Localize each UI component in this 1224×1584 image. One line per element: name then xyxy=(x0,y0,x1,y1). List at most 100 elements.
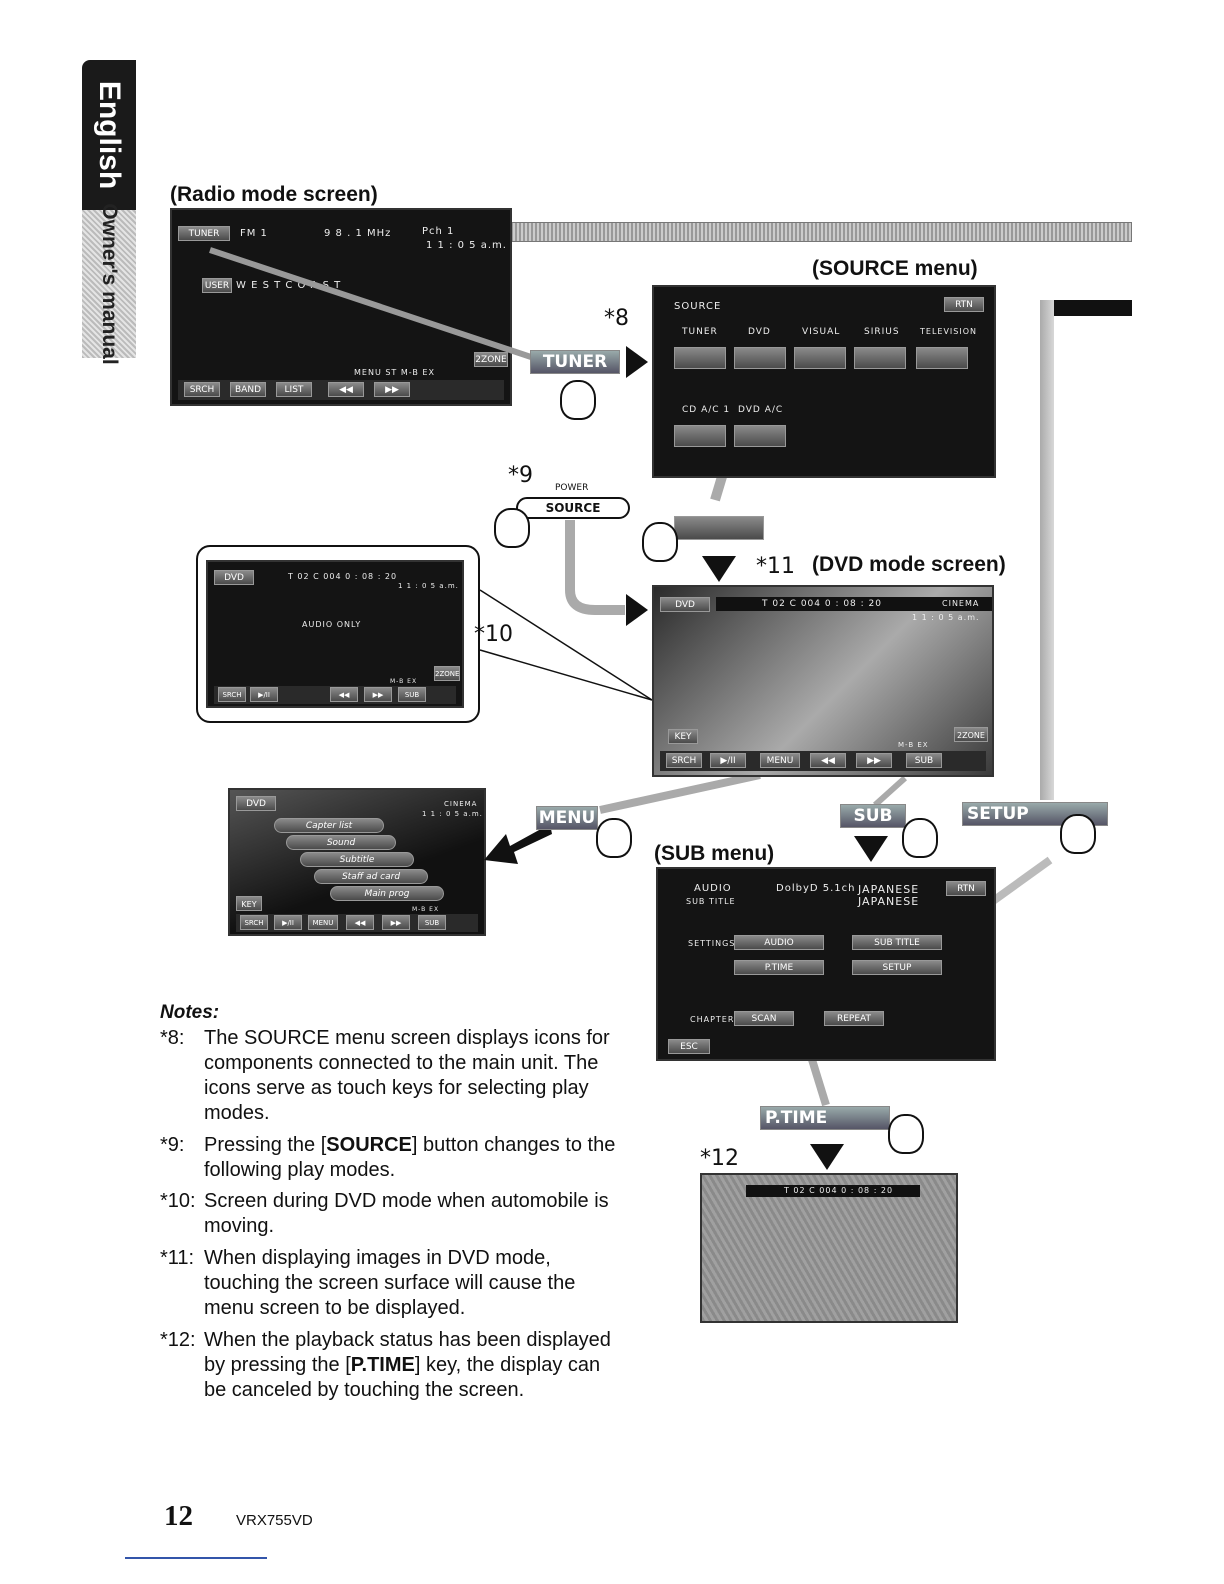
ptime-status-bar xyxy=(746,1185,920,1197)
moving-track-info: T 02 C 004 0 : 08 : 20 xyxy=(288,572,398,581)
cd-changer-source-icon[interactable] xyxy=(674,425,726,447)
menu-dvd-icon[interactable]: DVD xyxy=(236,796,276,811)
sub-key[interactable]: SUB xyxy=(840,804,906,828)
tuner-key[interactable]: TUNER xyxy=(530,350,620,374)
moving-btn-sub[interactable]: SUB xyxy=(398,687,426,702)
menu-btn-play[interactable]: ▶/II xyxy=(274,915,302,930)
source-cd-label: CD A/C 1 xyxy=(682,405,731,415)
dvd-screen: DVD T 02 C 004 0 : 08 : 20 CINEMA 1 1 : … xyxy=(652,585,994,777)
radio-btn-srch[interactable]: SRCH xyxy=(184,382,220,397)
menu-item-subtitle[interactable]: Subtitle xyxy=(300,852,414,867)
note-text: When displaying images in DVD mode, touc… xyxy=(204,1247,576,1319)
note-mark-9: *9 xyxy=(508,463,533,488)
menu-mbex: M-B EX xyxy=(412,906,440,913)
moving-zone-button[interactable]: 2ZONE xyxy=(434,666,460,681)
moving-btn-prev[interactable]: ◀◀ xyxy=(330,687,358,702)
moving-btn-next[interactable]: ▶▶ xyxy=(364,687,392,702)
menu-btn-next[interactable]: ▶▶ xyxy=(382,915,410,930)
radio-btn-prev[interactable]: ◀◀ xyxy=(328,382,364,397)
sub-subtitle-button[interactable]: SUB TITLE xyxy=(852,935,942,950)
dvd-zone-button[interactable]: 2ZONE xyxy=(954,727,988,742)
sub-scan-button[interactable]: SCAN xyxy=(734,1011,794,1026)
dvd-btn-prev[interactable]: ◀◀ xyxy=(810,753,846,768)
radio-btn-next[interactable]: ▶▶ xyxy=(374,382,410,397)
sub-menu-label: (SUB menu) xyxy=(654,842,775,865)
note-8: *8: The SOURCE menu screen displays icon… xyxy=(160,1026,620,1126)
sub-ptime-button[interactable]: P.TIME xyxy=(734,960,824,975)
menu-btn-menu[interactable]: MENU xyxy=(308,915,338,930)
moving-btn-srch[interactable]: SRCH xyxy=(218,687,246,702)
dvd-key-button[interactable]: KEY xyxy=(668,729,698,744)
user-button[interactable]: USER xyxy=(202,278,232,293)
dvd-changer-source-icon[interactable] xyxy=(734,425,786,447)
source-power-button[interactable]: SOURCE xyxy=(516,497,630,519)
note-11: *11: When displaying images in DVD mode,… xyxy=(160,1246,620,1321)
dvd-menu-screen: DVD CINEMA 1 1 : 0 5 a.m. Capter list So… xyxy=(228,788,486,936)
source-rtn-button[interactable]: RTN xyxy=(944,297,984,312)
zone-button[interactable]: 2ZONE xyxy=(474,352,508,367)
arrow-to-dvd-screen xyxy=(702,556,736,582)
sub-dolby: DolbyD 5.1ch xyxy=(776,883,856,894)
menu-item-sound[interactable]: Sound xyxy=(286,835,396,850)
radio-frequency: 9 8 . 1 MHz xyxy=(324,228,392,239)
dvd-btn-sub[interactable]: SUB xyxy=(906,753,942,768)
menu-time: 1 1 : 0 5 a.m. xyxy=(422,810,483,818)
menu-item-main-prog[interactable]: Main prog xyxy=(330,886,444,901)
radio-btn-band[interactable]: BAND xyxy=(230,382,266,397)
tuner-source-icon[interactable] xyxy=(674,347,726,369)
sub-audio-value: JAPANESE xyxy=(858,883,920,896)
sirius-source-icon[interactable] xyxy=(854,347,906,369)
sub-setup-button[interactable]: SETUP xyxy=(852,960,942,975)
ptime-key[interactable]: P.TIME xyxy=(760,1106,890,1130)
dvd-source-icon[interactable] xyxy=(734,347,786,369)
moving-button-bar: SRCH ▶/II ◀◀ ▶▶ SUB xyxy=(214,686,456,704)
moving-screen-callout xyxy=(196,545,480,723)
sub-subtitle-label: SUB TITLE xyxy=(686,897,736,906)
dvd-mode-label: (DVD mode screen) xyxy=(812,553,1006,576)
dvd-track-info: T 02 C 004 0 : 08 : 20 xyxy=(762,599,882,609)
power-label: POWER xyxy=(555,483,589,493)
sub-audio-button[interactable]: AUDIO xyxy=(734,935,824,950)
radio-time: 1 1 : 0 5 a.m. xyxy=(426,240,507,251)
menu-btn-prev[interactable]: ◀◀ xyxy=(346,915,374,930)
menu-btn-sub[interactable]: SUB xyxy=(418,915,446,930)
menu-item-staff-card[interactable]: Staff ad card xyxy=(314,869,428,884)
menu-item-chapter-list[interactable]: Capter list xyxy=(274,818,384,833)
dvd-btn-srch[interactable]: SRCH xyxy=(666,753,702,768)
dvd-btn-play[interactable]: ▶/II xyxy=(710,753,746,768)
sub-chapter-label: CHAPTER xyxy=(690,1015,735,1024)
arrow-to-sub-menu xyxy=(854,836,888,862)
menu-cinema: CINEMA xyxy=(444,800,478,808)
sub-repeat-button[interactable]: REPEAT xyxy=(824,1011,884,1026)
source-television-label: TELEVISION xyxy=(920,327,978,336)
menu-key[interactable]: MENU xyxy=(536,806,598,830)
connector-vertical xyxy=(1040,300,1054,800)
dvd-icon[interactable]: DVD xyxy=(660,597,710,612)
ptime-screen: T 02 C 004 0 : 08 : 20 xyxy=(700,1173,958,1323)
source-sirius-label: SIRIUS xyxy=(864,327,900,337)
visual-source-icon[interactable] xyxy=(794,347,846,369)
tuner-source-button[interactable]: TUNER xyxy=(178,226,230,241)
touch-hand-icon xyxy=(1060,814,1096,854)
radio-btn-list[interactable]: LIST xyxy=(276,382,312,397)
dvd-btn-next[interactable]: ▶▶ xyxy=(856,753,892,768)
menu-btn-srch[interactable]: SRCH xyxy=(240,915,268,930)
moving-btn-play[interactable]: ▶/II xyxy=(250,687,278,702)
page-number: 12 xyxy=(164,1500,193,1532)
television-source-icon[interactable] xyxy=(916,347,968,369)
moving-dvd-icon[interactable]: DVD xyxy=(214,570,254,585)
source-dvd-label: DVD xyxy=(748,327,771,337)
dvd-source-key[interactable] xyxy=(674,516,764,540)
sub-menu-screen: AUDIO SUB TITLE DolbyD 5.1ch JAPANESE JA… xyxy=(656,867,996,1061)
note-mark-8: *8 xyxy=(604,306,629,331)
dvd-status-bar xyxy=(716,597,992,611)
radio-screen: TUNER FM 1 9 8 . 1 MHz Pch 1 1 1 : 0 5 a… xyxy=(170,208,512,406)
dvd-button-bar: SRCH ▶/II MENU ◀◀ ▶▶ SUB xyxy=(660,751,986,771)
menu-key-button[interactable]: KEY xyxy=(236,896,262,911)
language-tab: English xyxy=(82,60,136,210)
arrow-to-source xyxy=(626,346,648,378)
sub-rtn-button[interactable]: RTN xyxy=(946,881,986,896)
sub-esc-button[interactable]: ESC xyxy=(668,1039,710,1054)
dvd-cinema: CINEMA xyxy=(942,599,980,608)
dvd-btn-menu[interactable]: MENU xyxy=(760,753,800,768)
